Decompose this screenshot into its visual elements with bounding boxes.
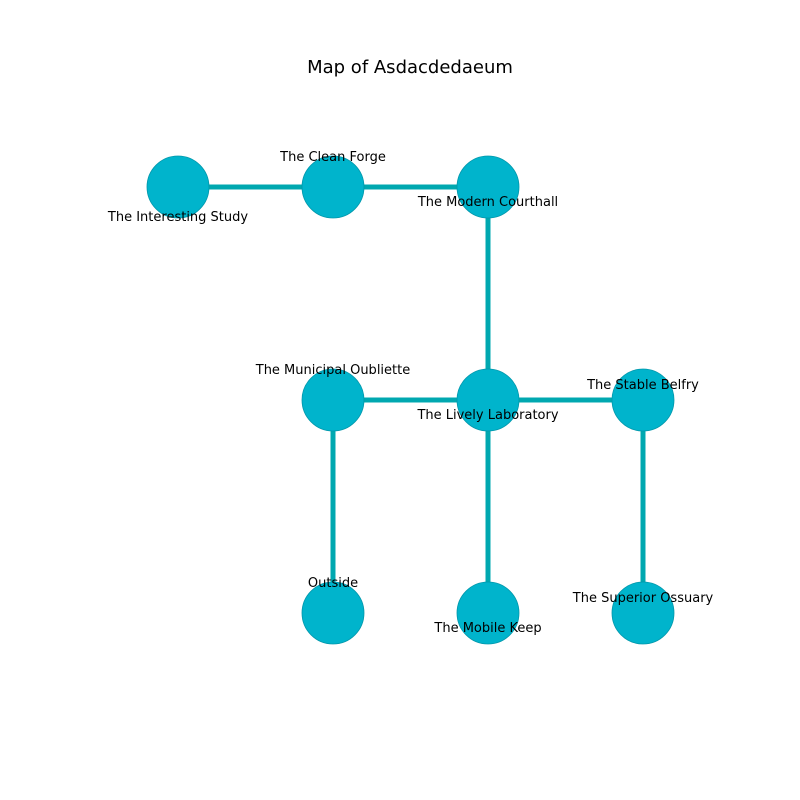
room-label-modern-courthall: The Modern Courthall [417,195,558,210]
room-node-stable-belfry [611,368,675,432]
room-node-municipal-oubliette [301,368,365,432]
room-node-lively-laboratory [456,368,520,432]
room-label-stable-belfry: The Stable Belfry [586,378,699,393]
labels-layer: The Interesting Study The Clean ForgeThe … [107,150,714,636]
room-node-interesting-study [146,155,210,219]
room-label-municipal-oubliette: The Municipal Oubliette [255,363,410,378]
room-label-lively-laboratory: The Lively Laboratory [416,408,558,423]
room-label-clean-forge: The Clean Forge [279,150,386,165]
room-node-clean-forge [301,155,365,219]
room-label-superior-ossuary: The Superior Ossuary [572,591,714,606]
map-title: Map of Asdacdedaeum [307,57,513,78]
room-node-modern-courthall [456,155,520,219]
room-label-outside: Outside [308,576,358,591]
rooms-layer [146,155,675,645]
room-label-interesting-study: The Interesting Study [107,210,248,225]
room-node-superior-ossuary [611,581,675,645]
room-node-outside [301,581,365,645]
room-node-mobile-keep [456,581,520,645]
connections-layer [178,184,646,613]
room-label-mobile-keep: The Mobile Keep [433,621,541,636]
